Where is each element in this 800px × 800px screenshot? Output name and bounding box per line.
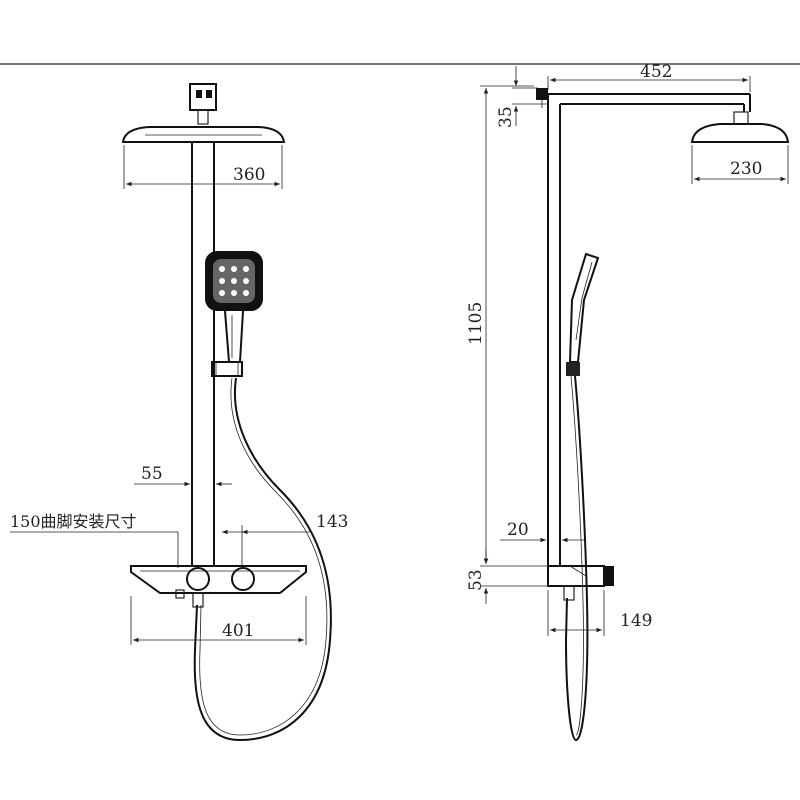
dim-20: 20 xyxy=(500,520,584,543)
dim-1105: 1105 xyxy=(466,85,548,567)
dim-143: 143 xyxy=(222,512,348,568)
overhead-shower-head-side xyxy=(690,111,790,143)
dim-452: 452 xyxy=(547,62,751,92)
dim-360: 360 xyxy=(123,145,283,189)
dim-149: 149 xyxy=(547,590,652,636)
dim-150-label: 150曲脚安装尺寸 xyxy=(10,512,137,531)
dim-35: 35 xyxy=(496,66,548,128)
shower-arm xyxy=(548,93,751,112)
top-bracket xyxy=(536,88,548,108)
main-pipe-side xyxy=(547,94,561,566)
dim-53-label: 53 xyxy=(466,569,486,591)
dim-230-label: 230 xyxy=(730,159,762,179)
dim-401: 401 xyxy=(130,596,307,645)
dim-55: 55 xyxy=(134,464,232,487)
dim-149-label: 149 xyxy=(620,611,652,631)
mixer-shelf xyxy=(130,565,307,608)
dim-143-label: 143 xyxy=(316,512,348,532)
top-connector xyxy=(189,83,217,125)
hand-shower xyxy=(205,251,263,377)
dim-55-label: 55 xyxy=(141,464,163,484)
dim-360-label: 360 xyxy=(233,165,265,185)
dim-452-label: 452 xyxy=(640,62,672,82)
shower-hose-side xyxy=(564,375,589,742)
mixer-shelf-side xyxy=(547,565,614,601)
hand-shower-side xyxy=(566,252,600,376)
left-control-knob xyxy=(186,567,210,591)
overhead-shower-head xyxy=(121,126,286,143)
dim-35-label: 35 xyxy=(496,106,516,128)
dim-230: 230 xyxy=(691,145,789,184)
main-pipe xyxy=(191,142,215,565)
side-view: 452 35 230 1105 20 xyxy=(466,62,790,742)
dim-150: 150曲脚安装尺寸 xyxy=(10,512,179,568)
shower-hose xyxy=(193,377,332,742)
dim-20-label: 20 xyxy=(507,520,529,540)
dim-1105-label: 1105 xyxy=(466,302,486,345)
right-control-knob xyxy=(231,567,255,591)
dim-401-label: 401 xyxy=(222,621,254,641)
dim-53: 53 xyxy=(466,548,548,604)
front-view: 360 55 150曲脚安装尺寸 143 401 xyxy=(10,83,348,742)
